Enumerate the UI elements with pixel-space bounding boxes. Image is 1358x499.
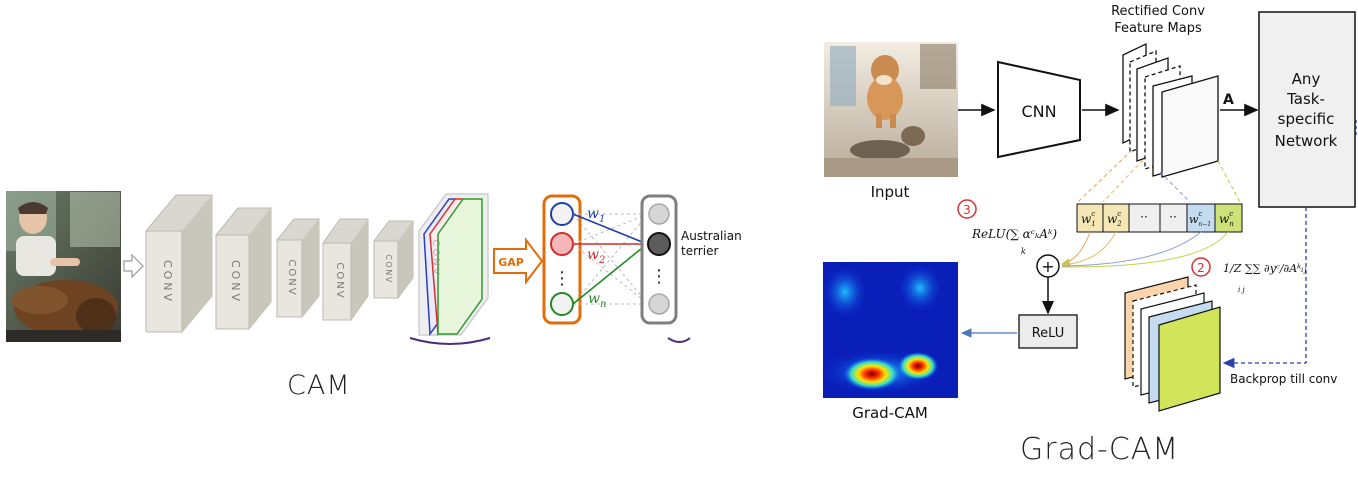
class-label-line-1: Australian: [681, 229, 742, 243]
cam-input-photo: [6, 191, 121, 342]
network-label-line-1: Any: [1292, 70, 1321, 88]
gap-node-green: [551, 293, 573, 315]
output-layer: ⋮: [642, 196, 690, 342]
faint-connections: [573, 214, 648, 304]
feature-maps-label-line-2: Feature Maps: [1114, 21, 1202, 36]
output-node-predicted: [648, 233, 670, 255]
network-label-line-3: specific: [1278, 110, 1335, 128]
conv-label-5: CONV: [384, 254, 393, 283]
backprop-label: Backprop till conv: [1230, 372, 1337, 386]
conv-label-2: CONV: [229, 260, 242, 304]
weight-cell-3-label: ··: [1140, 210, 1148, 224]
gradcam-input-photo: [824, 42, 958, 177]
final-conv-feature-maps: CONV: [410, 194, 490, 344]
weight-label-1: w1: [587, 206, 605, 225]
step-2-label: 2: [1197, 261, 1205, 275]
gradcam-title: Grad-CAM: [1020, 432, 1179, 467]
weight-label-n: wn: [588, 291, 606, 310]
gap-dots: ⋮: [553, 268, 571, 289]
gap-node-red: [551, 233, 573, 255]
class-label-line-2: terrier: [681, 244, 718, 258]
conv-block-3: CONV: [277, 219, 319, 317]
output-dots: ⋮: [650, 266, 668, 287]
conv-label-1: CONV: [161, 260, 174, 304]
step-3-label: 3: [963, 203, 971, 217]
gradient-formula: 1/Z ∑∑ ∂yᶜ/∂Aᵏᵢⱼ: [1223, 262, 1306, 275]
rectified-feature-maps: [1123, 44, 1218, 177]
network-label-line-2: Task-: [1286, 90, 1325, 108]
gap-node-blue: [551, 203, 573, 225]
gradcam-heatmap: [820, 262, 958, 398]
feature-maps-label-line-1: Rectified Conv: [1111, 4, 1205, 19]
cnn-label: CNN: [1021, 102, 1056, 121]
heatmap-label: Grad-CAM: [852, 404, 928, 422]
relu-sum-index: k: [1021, 247, 1026, 256]
cam-diagram: CONV CONV CONV CONV CONV: [6, 191, 742, 344]
gradient-maps: [1125, 277, 1220, 411]
weight-cell-4-label: ··: [1169, 210, 1177, 224]
conv-label-4: CONV: [334, 262, 345, 299]
weight-flow-2: [1062, 232, 1116, 265]
cam-title: CAM: [287, 370, 351, 401]
relu-box-label: ReLU: [1032, 326, 1065, 341]
conv-block-2: CONV: [216, 208, 271, 329]
relu-sum-formula: ReLU(∑ αᶜₖAᵏ): [971, 227, 1057, 241]
gradient-formula-indices: i j: [1238, 286, 1245, 294]
conv-label-3: CONV: [286, 259, 297, 296]
gap-label: GAP: [498, 256, 524, 269]
network-label-line-4: Network: [1275, 132, 1338, 150]
conv-block-5: CONV: [374, 221, 413, 298]
cam-input-arrow: [124, 255, 143, 277]
sum-node-symbol: +: [1041, 257, 1054, 276]
conv-block-4: CONV: [323, 219, 368, 320]
gradcam-diagram: Input CNN Rectified Conv Feature Maps A …: [820, 4, 1356, 422]
conv-block-1: CONV: [146, 195, 212, 332]
conv-label-6: CONV: [430, 239, 441, 276]
input-label: Input: [871, 183, 910, 201]
activation-A-label: A: [1223, 92, 1234, 108]
gap-arrow: GAP: [494, 240, 542, 282]
